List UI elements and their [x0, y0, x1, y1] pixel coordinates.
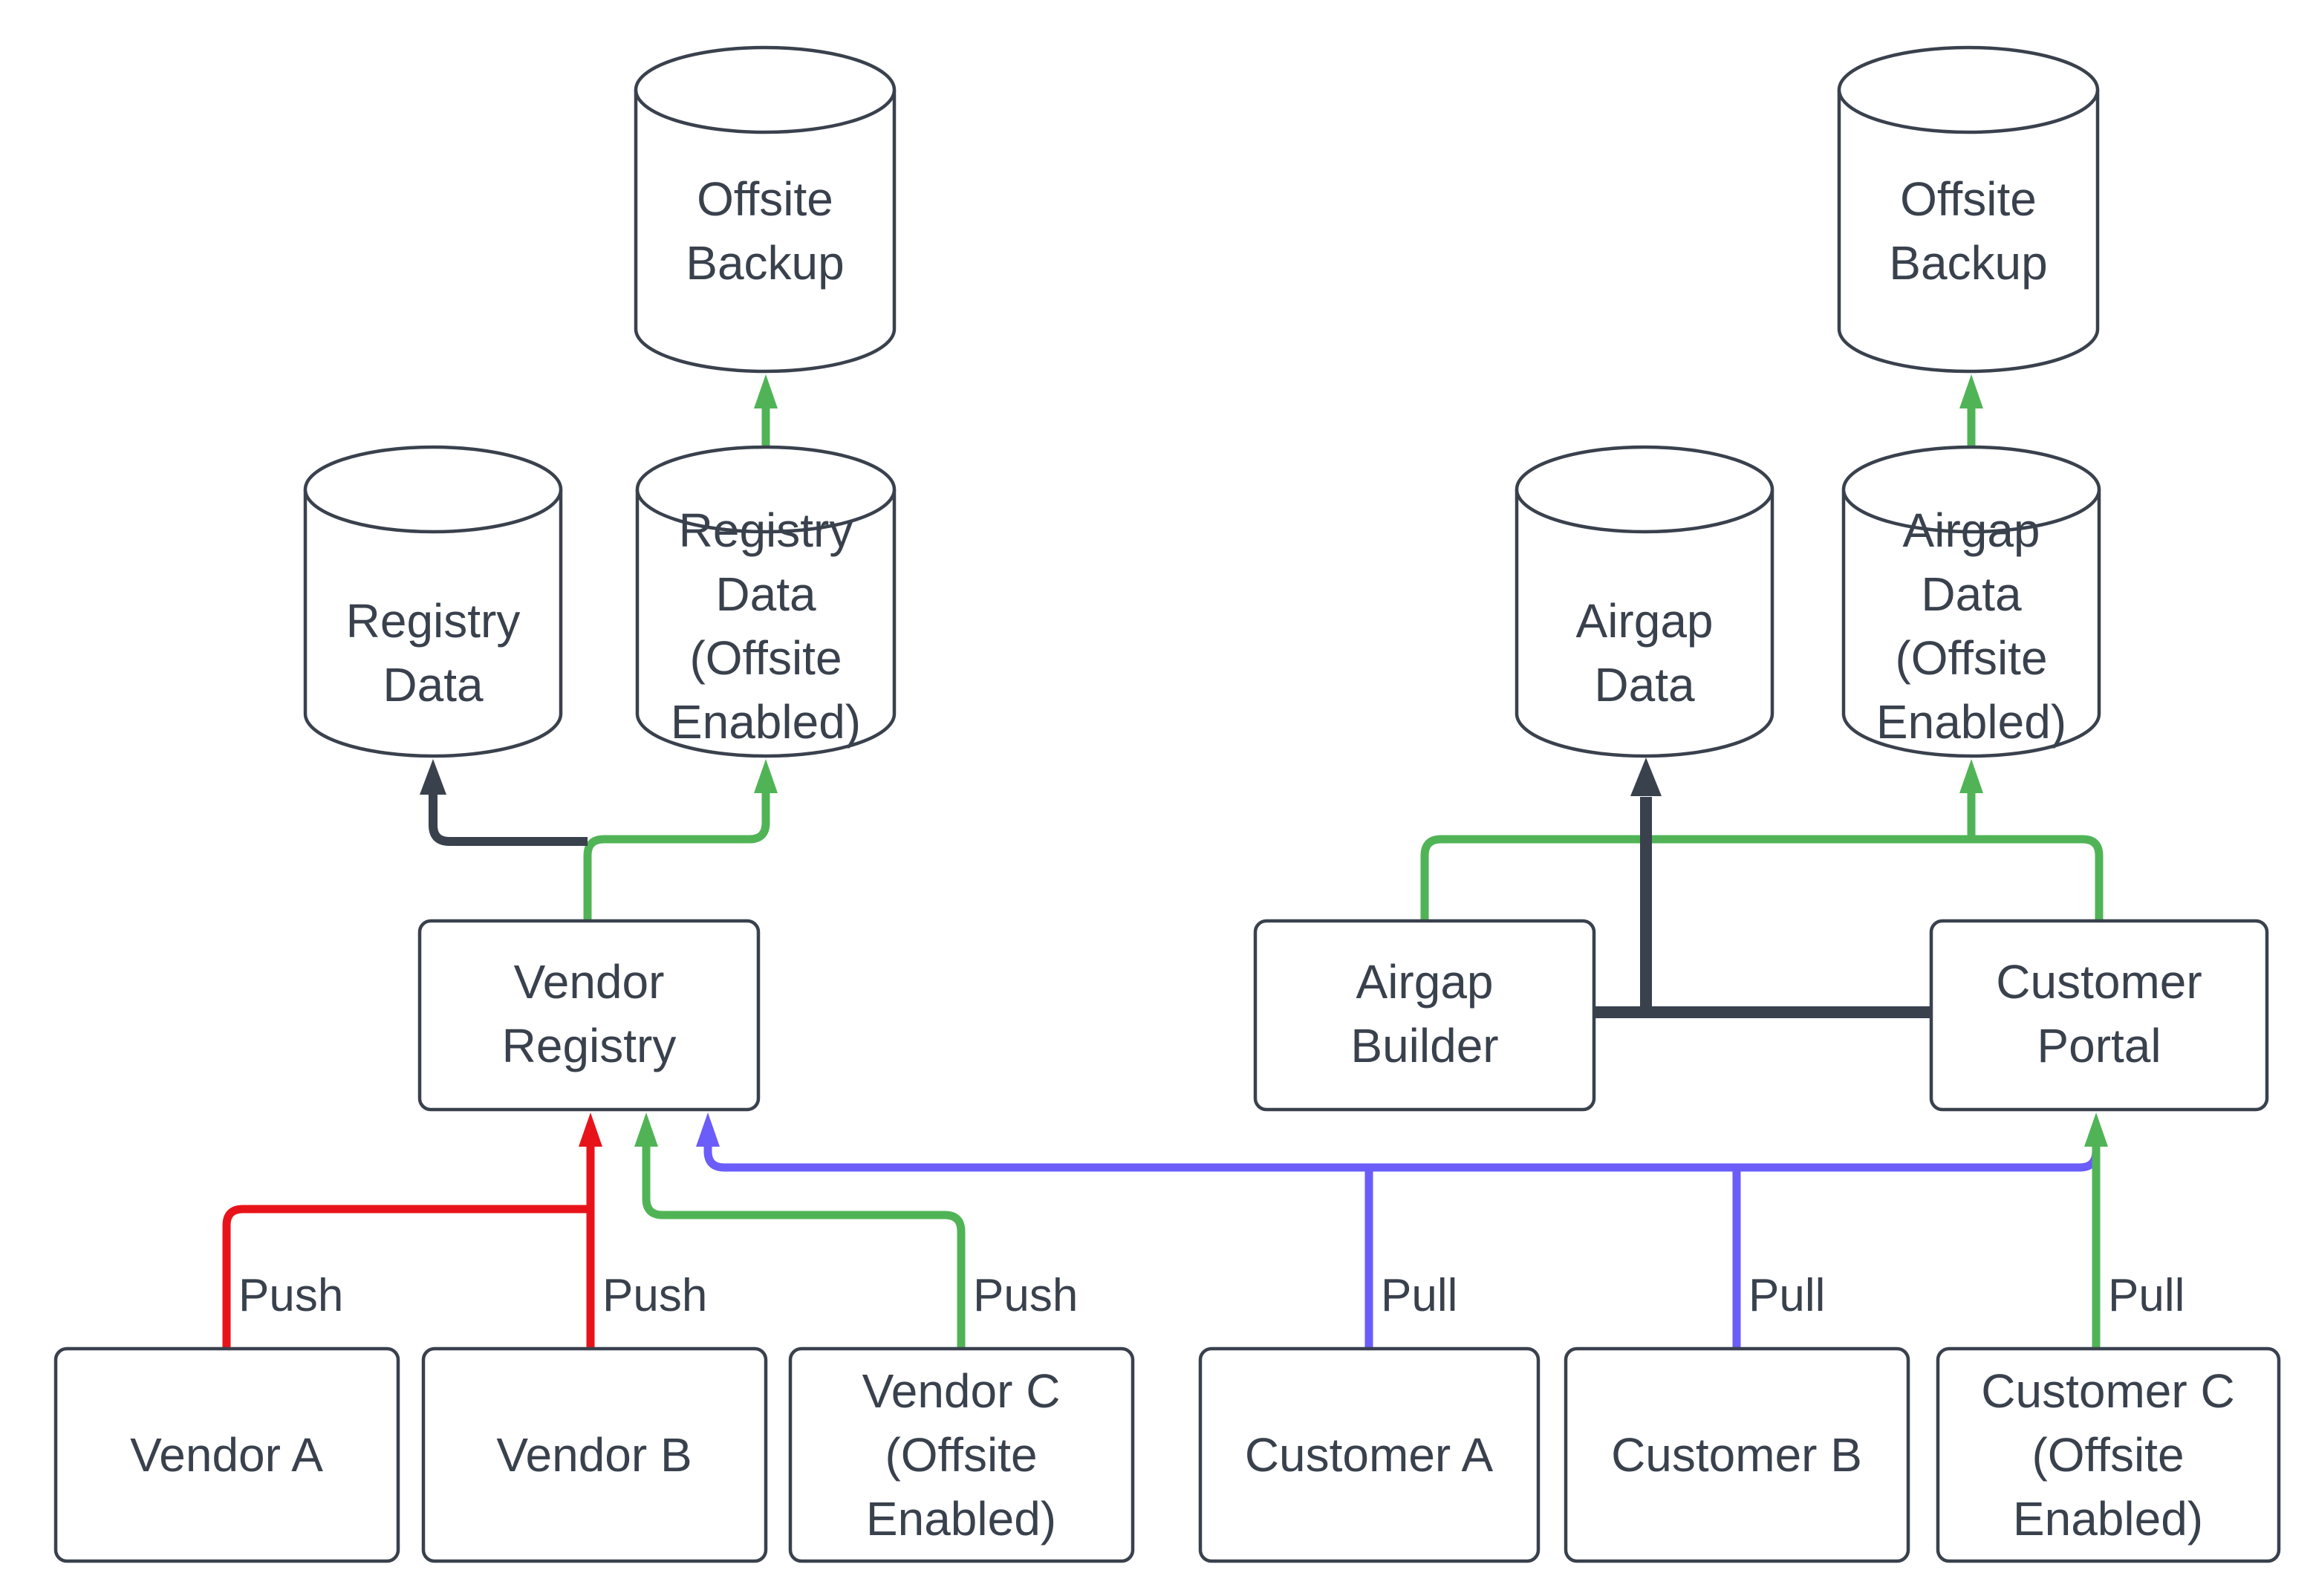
label-push-vendor-b: Push — [602, 1270, 707, 1321]
box-shape — [53, 1346, 400, 1563]
node-label: Enabled) — [1876, 695, 2066, 749]
node-label: Registry — [679, 504, 853, 557]
node-label: Airgap — [1576, 594, 1714, 648]
cylinder-airgap-data: Airgap Data — [1515, 445, 1774, 758]
node-label: Vendor B — [496, 1428, 692, 1482]
cylinder-top — [303, 445, 563, 534]
node-label: Backup — [1889, 236, 2047, 290]
label-pull-customer-c: Pull — [2108, 1270, 2184, 1321]
node-label: Airgap — [1356, 955, 1494, 1009]
cylinder-body — [1841, 489, 2101, 758]
node-label: Data — [383, 658, 484, 711]
node-label: Vendor C — [862, 1364, 1061, 1418]
node-label: Registry — [346, 594, 521, 648]
label-pull-customer-b: Pull — [1748, 1270, 1825, 1321]
edge-red-vendors-ab — [222, 1145, 595, 1349]
node-label: Backup — [686, 236, 844, 290]
edge-green-registry-to-offsite-data — [583, 793, 770, 921]
box-customer-a: Customer A — [1198, 1346, 1541, 1563]
node-label: Data — [1921, 567, 2022, 621]
label-push-vendor-a: Push — [238, 1270, 343, 1321]
edge-green-vendor-c — [642, 1145, 966, 1349]
box-vendor-a: Vendor A — [53, 1346, 400, 1563]
box-shape — [417, 919, 761, 1112]
cylinder-top — [1837, 45, 2100, 134]
node-label: (Offsite — [689, 631, 842, 685]
edges — [222, 374, 2108, 1349]
cylinder-body — [1837, 90, 2100, 374]
box-shape — [1936, 1346, 2281, 1563]
node-label: Offsite — [697, 172, 833, 226]
arrowhead-green-into-registry-data-offsite — [754, 759, 778, 793]
node-label: Portal — [2037, 1019, 2161, 1072]
box-shape — [421, 1346, 768, 1563]
node-label: Customer C — [1981, 1364, 2234, 1418]
edge-labels: Push Push Push Pull Pull Pull — [238, 1270, 2184, 1321]
arrowhead-green-into-customer-portal — [2084, 1113, 2108, 1147]
arrowhead-blue-into-vendor-registry — [696, 1113, 720, 1147]
arrowhead-green-into-offsite-backup-right — [1959, 374, 1983, 408]
label-pull-customer-a: Pull — [1381, 1270, 1457, 1321]
node-label: Offsite — [1900, 172, 2037, 226]
box-customer-c-offsite: Customer C (Offsite Enabled) — [1936, 1346, 2281, 1563]
arrowhead-red-into-vendor-registry — [579, 1113, 602, 1147]
node-label: Airgap — [1903, 504, 2040, 557]
arrowhead-dark-into-airgap-data — [1630, 758, 1662, 796]
node-label: (Offsite — [1895, 631, 2047, 685]
box-vendor-c-offsite: Vendor C (Offsite Enabled) — [788, 1346, 1135, 1563]
cylinder-body — [635, 489, 897, 758]
node-label: (Offsite — [2031, 1428, 2184, 1482]
box-vendor-b: Vendor B — [421, 1346, 768, 1563]
node-label: Data — [715, 567, 816, 621]
node-label: Customer — [1996, 955, 2202, 1009]
cylinder-top — [1515, 445, 1774, 534]
cylinder-registry-data: Registry Data — [303, 445, 563, 758]
edge-blue-pull-bus — [703, 1139, 2101, 1172]
cylinder-body — [1515, 489, 1774, 758]
box-shape — [788, 1346, 1135, 1563]
box-customer-portal: Customer Portal — [1929, 919, 2269, 1112]
node-label: (Offsite — [885, 1428, 1037, 1482]
node-label: Enabled) — [866, 1492, 1056, 1545]
node-label: Registry — [502, 1019, 677, 1072]
node-label: Enabled) — [2013, 1492, 2203, 1545]
cylinder-top — [1841, 445, 2101, 534]
node-label: Customer B — [1611, 1428, 1862, 1482]
box-shape — [1253, 919, 1596, 1112]
box-shape — [1929, 919, 2269, 1112]
box-customer-b: Customer B — [1564, 1346, 1910, 1563]
cylinder-offsite-backup-right: Offsite Backup — [1837, 45, 2100, 374]
arrowhead-green-into-airgap-data-offsite — [1959, 759, 1983, 793]
box-shape — [1198, 1346, 1541, 1563]
cylinder-offsite-backup-left: Offsite Backup — [634, 45, 897, 374]
edge-dark-registry-to-registry-data — [429, 795, 588, 846]
arrowhead-dark-into-registry-data — [420, 759, 446, 795]
node-label: Vendor A — [130, 1428, 323, 1482]
cylinder-airgap-data-offsite: Airgap Data (Offsite Enabled) — [1841, 445, 2101, 758]
node-label: Vendor — [514, 955, 665, 1009]
cylinder-registry-data-offsite: Registry Data (Offsite Enabled) — [635, 445, 897, 758]
box-shape — [1564, 1346, 1910, 1563]
cylinder-top — [635, 445, 897, 534]
arrowhead-green-into-offsite-backup-left — [754, 374, 778, 408]
cylinder-body — [634, 90, 897, 374]
edge-green-builder-portal-link — [1420, 835, 2104, 921]
cylinder-body — [303, 489, 563, 758]
cylinder-top — [634, 45, 897, 134]
label-push-vendor-c: Push — [973, 1270, 1078, 1321]
box-airgap-builder: Airgap Builder — [1253, 919, 1596, 1112]
arrowhead-green-into-vendor-registry — [634, 1113, 658, 1147]
box-vendor-registry: Vendor Registry — [417, 919, 761, 1112]
node-label: Enabled) — [671, 695, 861, 749]
node-label: Builder — [1350, 1019, 1498, 1072]
node-label: Customer A — [1245, 1428, 1494, 1482]
node-label: Data — [1594, 658, 1695, 711]
